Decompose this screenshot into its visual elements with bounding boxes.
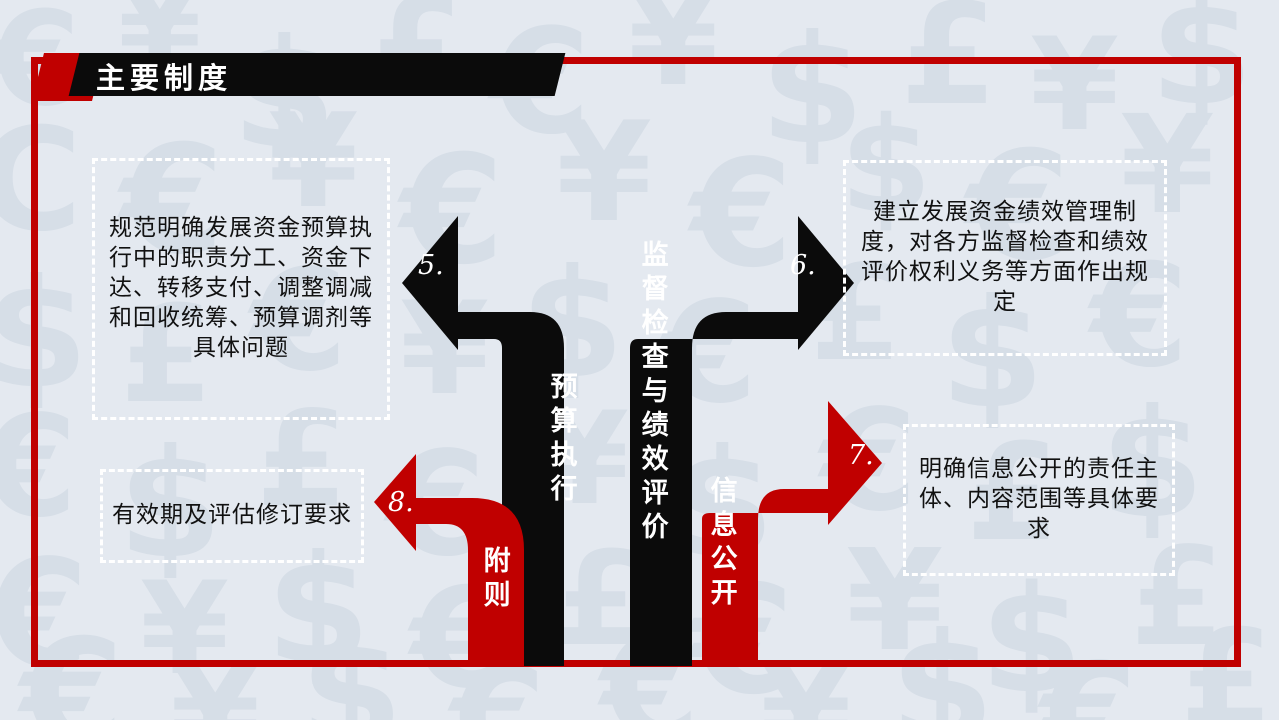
callout-box-8: 有效期及评估修订要求 <box>100 469 364 563</box>
flow-spine-label-8: 附则 <box>478 546 510 614</box>
arrow-flow-6 <box>630 216 854 666</box>
callout-text-6: 建立发展资金绩效管理制度，对各方监督检查和绩效评价权利义务等方面作出规定 <box>861 199 1149 315</box>
callout-box-7: 明确信息公开的责任主体、内容范围等具体要求 <box>903 424 1175 576</box>
flow-spine-label-5: 预算执行 <box>545 372 577 508</box>
flow-spine-label-7: 信息公开 <box>705 476 737 612</box>
flow-number-8: 8. <box>388 487 414 518</box>
callout-box-6: 建立发展资金绩效管理制度，对各方监督检查和绩效评价权利义务等方面作出规定 <box>843 160 1167 356</box>
arrow-flow-8-shape <box>374 454 524 667</box>
flow-number-6: 6. <box>790 250 816 281</box>
callout-text-5: 规范明确发展资金预算执行中的职责分工、资金下达、转移支付、调整调减和回收统筹、预… <box>109 215 373 361</box>
arrow-flow-7 <box>702 401 882 666</box>
page-title: 主要制度 <box>96 61 233 95</box>
callout-text-7: 明确信息公开的责任主体、内容范围等具体要求 <box>919 456 1159 542</box>
callout-text-8: 有效期及评估修订要求 <box>112 502 352 529</box>
callout-box-5: 规范明确发展资金预算执行中的职责分工、资金下达、转移支付、调整调减和回收统筹、预… <box>92 158 390 420</box>
flow-number-5: 5. <box>418 250 444 281</box>
flow-number-7: 7. <box>848 440 874 471</box>
flow-spine-label-6: 监督检查与绩效评价 <box>636 240 668 546</box>
